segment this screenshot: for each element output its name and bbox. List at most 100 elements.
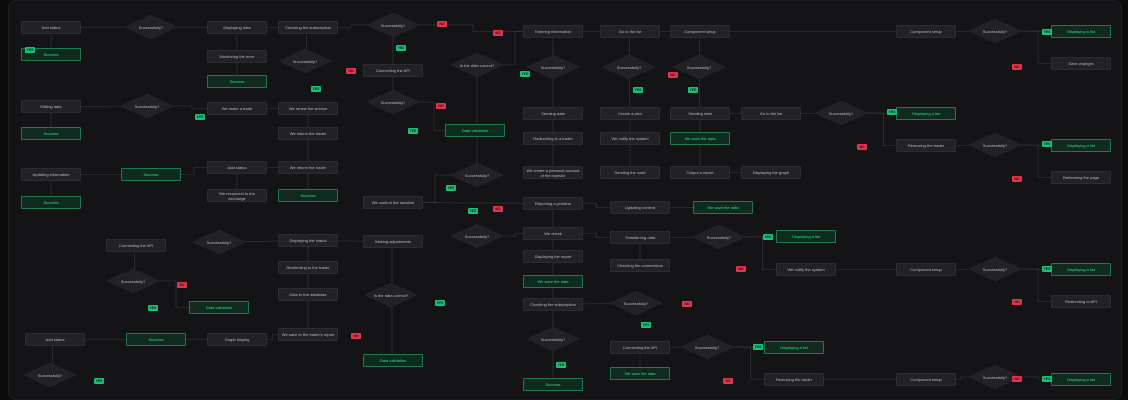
node-label: We reconnect to the exchange	[219, 190, 255, 201]
success-node: We save the data	[610, 367, 670, 380]
node-label: Data to the database	[289, 292, 327, 297]
decision-node: Is the data correct?	[365, 283, 417, 307]
no-badge: NO	[493, 30, 503, 36]
decision-node: Successfully?	[815, 101, 867, 125]
node-label: Success	[43, 200, 59, 205]
node-label: We check	[544, 231, 562, 236]
node-label: Entering information	[535, 29, 571, 34]
node-label: Save changes	[1068, 61, 1094, 66]
no-badge: NO	[1012, 176, 1022, 182]
no-badge: NO	[351, 333, 361, 339]
no-badge: NO	[682, 301, 692, 307]
node-label: Successfully?	[982, 374, 1008, 380]
node-label: Removing the trader	[775, 377, 813, 382]
diamond-shape	[451, 163, 503, 187]
node-label: Success	[545, 382, 561, 387]
connector	[393, 24, 553, 32]
success-node: We save the data	[523, 275, 583, 288]
diamond-shape	[527, 55, 579, 79]
decision-node: Successfully?	[279, 49, 331, 73]
yes-badge: YES	[887, 109, 897, 115]
diamond-shape	[451, 53, 503, 77]
decision-node: Successfully?	[24, 363, 76, 387]
process-node: Component setup	[896, 263, 956, 276]
process-node: Displaying the status	[278, 234, 338, 247]
diamond-shape	[969, 365, 1021, 389]
node-label: Successfully?	[540, 336, 566, 342]
node-label: Success	[300, 193, 316, 198]
node-label: We save to the trader's report	[281, 332, 335, 337]
node-label: Removing the trader	[907, 143, 945, 148]
decision-node: Successfully?	[610, 291, 662, 315]
node-label: Monitoring the error	[219, 54, 255, 59]
node-label: We create a personal account of the inve…	[526, 167, 580, 178]
node-label: Sending the code	[614, 170, 646, 175]
node-label: Redirecting to a trader	[533, 136, 573, 141]
process-node: Go to the list	[741, 107, 801, 120]
node-label: Is the data correct?	[373, 292, 409, 298]
yes-badge: YES	[763, 234, 773, 240]
process-node: We save to the trader's report	[278, 328, 338, 341]
process-node: Displaying the graph	[741, 166, 801, 179]
node-label: Create a plan	[617, 111, 642, 116]
diamond-shape	[24, 363, 76, 387]
node-label: Displaying data	[223, 25, 251, 30]
process-node: Go to the list	[600, 25, 660, 38]
process-node: We make a trade	[207, 102, 267, 115]
decision-node: Successfully?	[681, 335, 733, 359]
yes-badge: YES	[753, 344, 763, 350]
diamond-shape	[367, 90, 419, 114]
decision-node: Successfully?	[121, 94, 173, 118]
node-label: We notify the system	[787, 267, 825, 272]
no-badge: NO	[1012, 376, 1022, 382]
process-node: Output a report	[670, 166, 730, 179]
process-node: Connecting the API	[106, 239, 166, 252]
success-node: Success	[21, 48, 81, 61]
success-node: Success	[21, 196, 81, 209]
no-badge: NO	[436, 103, 446, 109]
no-badge: NO	[437, 21, 447, 27]
yes-badge: YES	[1042, 376, 1052, 382]
yes-badge: YES	[25, 47, 35, 53]
decision-node: Successfully?	[451, 224, 503, 248]
node-label: Redirecting to the trader	[286, 265, 330, 270]
process-node: Removing the trader	[896, 139, 956, 152]
yes-badge: YES	[1042, 266, 1052, 272]
process-node: We check	[523, 227, 583, 240]
process-node: We notify the system	[776, 263, 836, 276]
node-label: Displaying a list	[1067, 267, 1095, 272]
process-node: Checking the subscription	[523, 298, 583, 311]
no-badge: NO	[1012, 299, 1022, 305]
node-label: Successfully?	[464, 172, 490, 178]
decision-node: Successfully?	[527, 55, 579, 79]
node-label: Is the data correct?	[459, 62, 495, 68]
node-label: Go to the list	[759, 111, 783, 116]
node-label: Component setup	[910, 267, 942, 272]
node-label: Add status	[45, 337, 65, 342]
process-node: Add status	[25, 333, 85, 346]
diamond-shape	[693, 225, 745, 249]
success-node: Data validation	[189, 301, 249, 314]
decision-node: Successfully?	[107, 269, 159, 293]
process-node: Component setup	[896, 25, 956, 38]
decision-node: Successfully?	[527, 327, 579, 351]
success-node: Success	[126, 333, 186, 346]
process-node: Graph display	[207, 333, 267, 346]
success-node: Displaying a list	[1051, 139, 1111, 152]
node-label: Checking the subscription	[285, 25, 331, 30]
no-badge: NO	[1012, 64, 1022, 70]
yes-badge: YES	[520, 71, 530, 77]
diamond-shape	[969, 257, 1021, 281]
node-label: Successfully?	[120, 278, 146, 284]
yes-badge: YES	[446, 185, 456, 191]
process-node: Data to the database	[278, 288, 338, 301]
node-label: We save the data	[707, 205, 739, 210]
node-label: Successfully?	[623, 300, 649, 306]
diamond-shape	[969, 19, 1021, 43]
node-label: Connecting the API	[375, 68, 411, 73]
node-label: We save the data	[537, 279, 569, 284]
node-label: Editing data	[40, 104, 62, 109]
node-label: Displaying a list	[1067, 377, 1095, 382]
diamond-shape	[815, 101, 867, 125]
node-label: Displaying the graph	[752, 170, 790, 175]
